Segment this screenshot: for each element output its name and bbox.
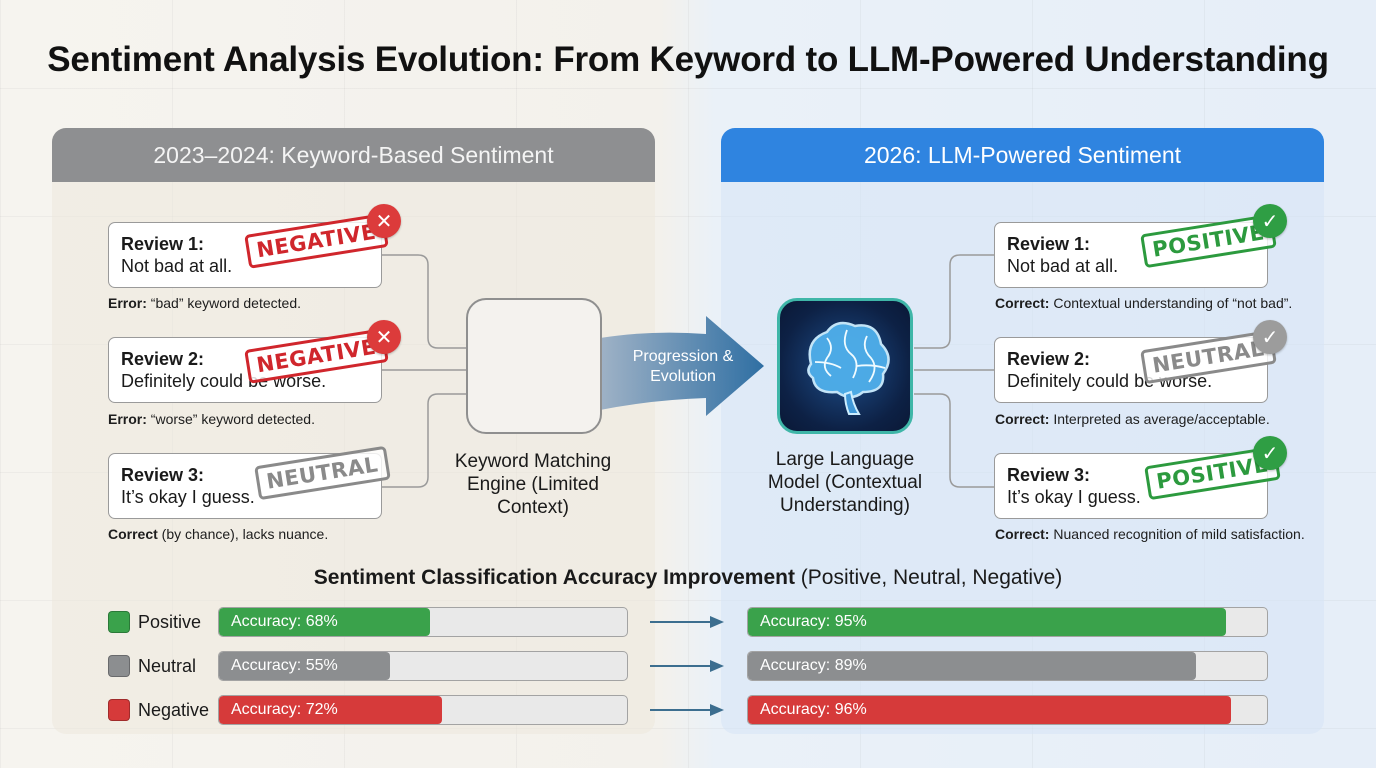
legend-swatch [108, 699, 130, 721]
legend-label: Neutral [138, 655, 197, 676]
check-icon: ✓ [1253, 436, 1287, 470]
keyword-panel-header: 2023–2024: Keyword-Based Sentiment [52, 128, 655, 182]
review-text: It’s okay I guess. [121, 487, 255, 507]
review-label: Review 1: [1007, 234, 1091, 254]
legend-label: Negative [138, 699, 210, 720]
left-connectors [382, 254, 466, 488]
review-text: It’s okay I guess. [1007, 487, 1141, 507]
accuracy-label: Accuracy: 55% [231, 657, 338, 674]
legend-swatch [108, 655, 130, 677]
review-text: Not bad at all. [1007, 256, 1119, 276]
neutral-accuracy-bar-after: Accuracy: 89% [747, 651, 1268, 681]
right-review-2-note: Correct: Interpreted as average/acceptab… [995, 411, 1270, 427]
arrow-right-icon [650, 616, 724, 628]
left-review-1-note: Error: “bad” keyword detected. [108, 295, 301, 311]
progression-arrow [600, 316, 764, 416]
legend-negative: Negative [108, 695, 209, 725]
review-label: Review 3: [121, 465, 205, 485]
llm-caption: Large Language Model (Contextual Underst… [767, 449, 923, 516]
review-label: Review 2: [1007, 349, 1091, 369]
positive-accuracy-bar-before: Accuracy: 68% [218, 607, 628, 637]
close-icon: ✕ [367, 204, 401, 238]
check-icon: ✓ [1253, 204, 1287, 238]
review-label: Review 1: [121, 234, 205, 254]
accuracy-section-title: Sentiment Classification Accuracy Improv… [313, 566, 1063, 589]
accuracy-fill [219, 696, 443, 724]
accuracy-label: Accuracy: 96% [760, 701, 867, 718]
left-review-3-note: Correct (by chance), lacks nuance. [108, 526, 329, 542]
accuracy-label: Accuracy: 68% [231, 613, 338, 630]
left-review-2-note: Error: “worse” keyword detected. [108, 411, 315, 427]
accuracy-fill [219, 652, 390, 680]
accuracy-label: Accuracy: 72% [231, 701, 338, 718]
arrow-right-icon [650, 704, 724, 716]
close-icon: ✕ [367, 320, 401, 354]
review-label: Review 3: [1007, 465, 1091, 485]
negative-accuracy-bar-after: Accuracy: 96% [747, 695, 1268, 725]
negative-accuracy-bar-before: Accuracy: 72% [218, 695, 628, 725]
right-connectors [914, 254, 994, 488]
right-review-3-note: Correct: Nuanced recognition of mild sat… [995, 526, 1305, 542]
review-text: Definitely could be worse. [121, 371, 327, 391]
accuracy-fill [748, 608, 1227, 636]
right-review-1-note: Correct: Contextual understanding of “no… [995, 295, 1293, 311]
arrow-right-icon [650, 660, 724, 672]
progression-label: Progression & Evolution [632, 348, 734, 385]
legend-label: Positive [138, 611, 202, 632]
positive-accuracy-bar-after: Accuracy: 95% [747, 607, 1268, 637]
llm-panel-header: 2026: LLM-Powered Sentiment [721, 128, 1324, 182]
accuracy-fill [748, 652, 1197, 680]
llm-box [777, 298, 913, 434]
page-title: Sentiment Analysis Evolution: From Keywo… [47, 40, 1329, 79]
keyword-engine-box [466, 298, 602, 434]
legend-positive: Positive [108, 607, 201, 637]
review-label: Review 2: [121, 349, 205, 369]
neutral-accuracy-bar-before: Accuracy: 55% [218, 651, 628, 681]
review-text: Definitely could be worse. [1007, 371, 1213, 391]
accuracy-fill [219, 608, 430, 636]
review-text: Not bad at all. [121, 256, 233, 276]
accuracy-label: Accuracy: 89% [760, 657, 867, 674]
check-icon: ✓ [1253, 320, 1287, 354]
keyword-engine-caption: Keyword Matching Engine (Limited Context… [454, 451, 612, 518]
legend-swatch [108, 611, 130, 633]
accuracy-label: Accuracy: 95% [760, 613, 867, 630]
legend-neutral: Neutral [108, 651, 196, 681]
accuracy-fill [748, 696, 1232, 724]
